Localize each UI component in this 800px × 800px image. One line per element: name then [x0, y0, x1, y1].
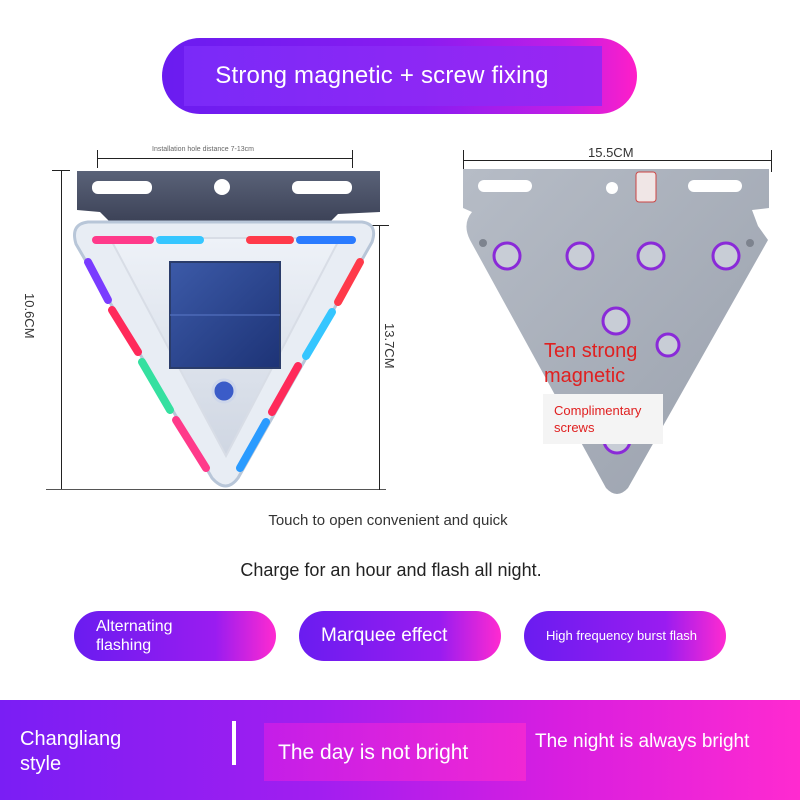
bottom-left-text: Changliang style — [20, 728, 122, 775]
mode-label: High frequency burst flash — [546, 628, 698, 644]
touch-feature-text: Touch to open convenient and quick — [268, 512, 508, 529]
height-mid-tick-top — [371, 225, 389, 226]
magnet-annotation: Ten strong magnetic — [544, 340, 638, 387]
bottom-middle-box — [264, 723, 526, 781]
height-left-line — [61, 170, 62, 490]
top-banner-inner-block — [184, 46, 602, 106]
charge-feature-text: Charge for an hour and flash all night. — [240, 560, 542, 580]
mode-label: Alternating flashing — [96, 617, 173, 654]
hole-distance-tick-left — [97, 150, 98, 168]
hole-distance-line — [97, 158, 353, 159]
bottom-divider — [232, 721, 236, 765]
width-right-tick-left — [463, 150, 464, 172]
product-back-image — [463, 169, 769, 494]
height-mid-line — [379, 225, 380, 490]
banner-title: Strong magnetic + screw fixing — [215, 62, 549, 89]
bottom-middle-text: The day is not bright — [278, 741, 469, 764]
mode-marquee-effect: Marquee effect — [299, 611, 501, 661]
width-right-label: 15.5CM — [588, 145, 634, 160]
screws-annotation: Complimentary screws — [554, 403, 642, 435]
width-right-line — [463, 160, 772, 161]
product-front-image — [73, 171, 380, 488]
height-left-tick-bottom — [46, 489, 386, 490]
hole-distance-label: Installation hole distance 7-13cm — [152, 146, 254, 153]
mode-high-frequency-burst: High frequency burst flash — [524, 611, 726, 661]
height-left-tick-top — [52, 170, 70, 171]
top-banner: Strong magnetic + screw fixing — [162, 38, 637, 114]
mode-alternating-flashing: Alternating flashing — [74, 611, 276, 661]
width-right-tick-right — [771, 150, 772, 172]
bottom-right-text: The night is always bright — [535, 731, 750, 752]
mode-label: Marquee effect — [321, 624, 448, 646]
hole-distance-tick-right — [352, 150, 353, 168]
